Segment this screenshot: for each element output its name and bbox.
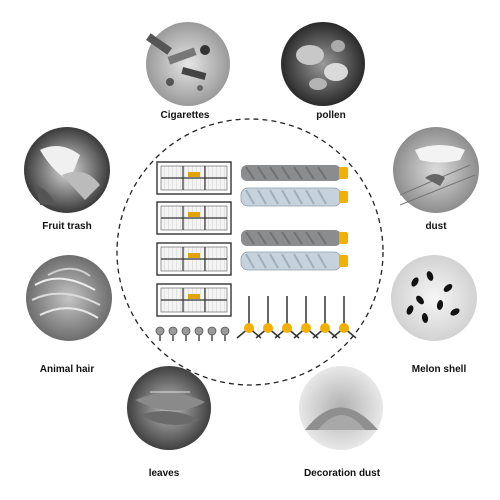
label-melon-shell: Melon shell <box>411 364 467 375</box>
side-brush-2 <box>255 296 281 339</box>
side-brush-6 <box>331 296 357 339</box>
screw-4 <box>194 326 204 341</box>
label-pollen: pollen <box>316 110 346 121</box>
filter-3 <box>156 242 232 276</box>
filter-4 <box>156 283 232 317</box>
melon-shell-photo <box>391 255 477 341</box>
label-animal-hair: Animal hair <box>39 364 95 375</box>
screw-5 <box>207 326 217 341</box>
main-brush-roller-1 <box>241 165 348 181</box>
cigarettes-photo <box>146 22 230 106</box>
label-decoration-dust: Decoration dust <box>303 468 381 479</box>
kit-boundary-circle <box>116 118 384 386</box>
animal-hair-photo <box>26 255 112 341</box>
fruit-trash-photo <box>24 127 110 213</box>
flex-beater-roller-2 <box>240 251 348 271</box>
decoration-dust-photo <box>299 366 383 450</box>
filter-1 <box>156 161 232 195</box>
pollen-photo <box>281 22 365 106</box>
screw-1 <box>155 326 165 341</box>
screws <box>155 326 230 341</box>
label-cigarettes: Cigarettes <box>160 110 210 121</box>
side-brush-1 <box>236 296 262 339</box>
side-brush-3 <box>274 296 300 339</box>
main-brush-roller-2 <box>241 230 348 246</box>
side-brushes <box>236 296 357 339</box>
label-fruit-trash: Fruit trash <box>42 221 92 232</box>
screw-6 <box>220 326 230 341</box>
flex-beater-roller-1 <box>240 187 348 207</box>
dust-photo <box>393 127 479 213</box>
leaves-photo <box>127 366 211 450</box>
label-dust: dust <box>425 221 447 232</box>
label-leaves: leaves <box>148 468 180 479</box>
filter-2 <box>156 201 232 235</box>
screw-3 <box>181 326 191 341</box>
side-brush-5 <box>312 296 338 339</box>
screw-2 <box>168 326 178 341</box>
side-brush-4 <box>293 296 319 339</box>
